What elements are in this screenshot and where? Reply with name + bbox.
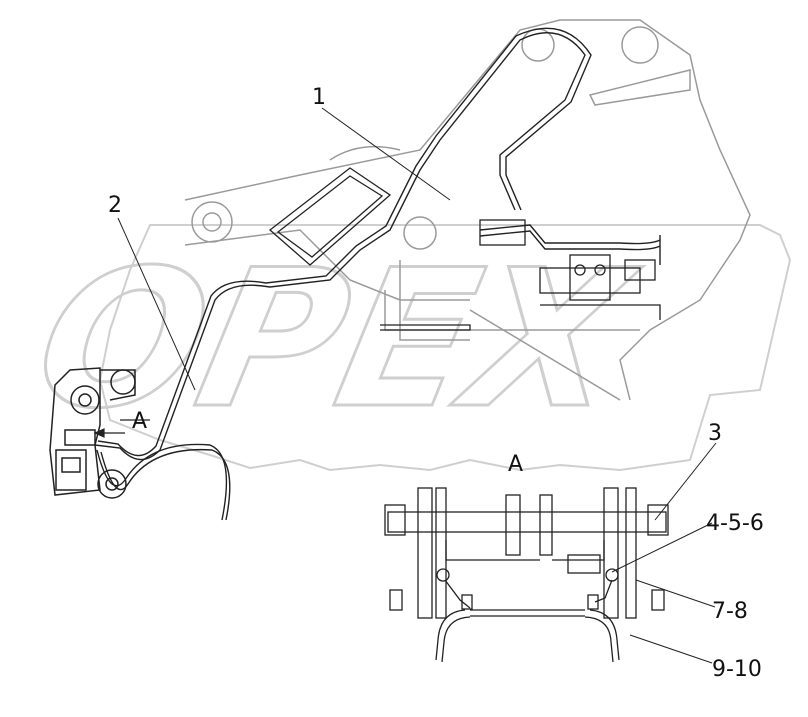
- boom-outline: [184, 19, 751, 401]
- valve-block: [380, 219, 661, 331]
- cab-outline: [268, 167, 392, 266]
- arrow-label: A: [132, 409, 147, 434]
- callout-7-8: 7-8: [712, 599, 748, 624]
- watermark-text: OPEX: [19, 230, 651, 451]
- detail-view-a: [384, 487, 669, 663]
- leader-lines: [117, 107, 717, 664]
- hose-lines: [94, 27, 661, 521]
- callout-1: 1: [312, 85, 326, 110]
- view-label: A: [508, 452, 523, 477]
- callout-3: 3: [708, 421, 722, 446]
- view-arrow: [93, 419, 150, 438]
- callout-4-5-6: 4-5-6: [706, 511, 764, 536]
- callout-2: 2: [108, 193, 122, 218]
- callout-9-10: 9-10: [712, 657, 762, 682]
